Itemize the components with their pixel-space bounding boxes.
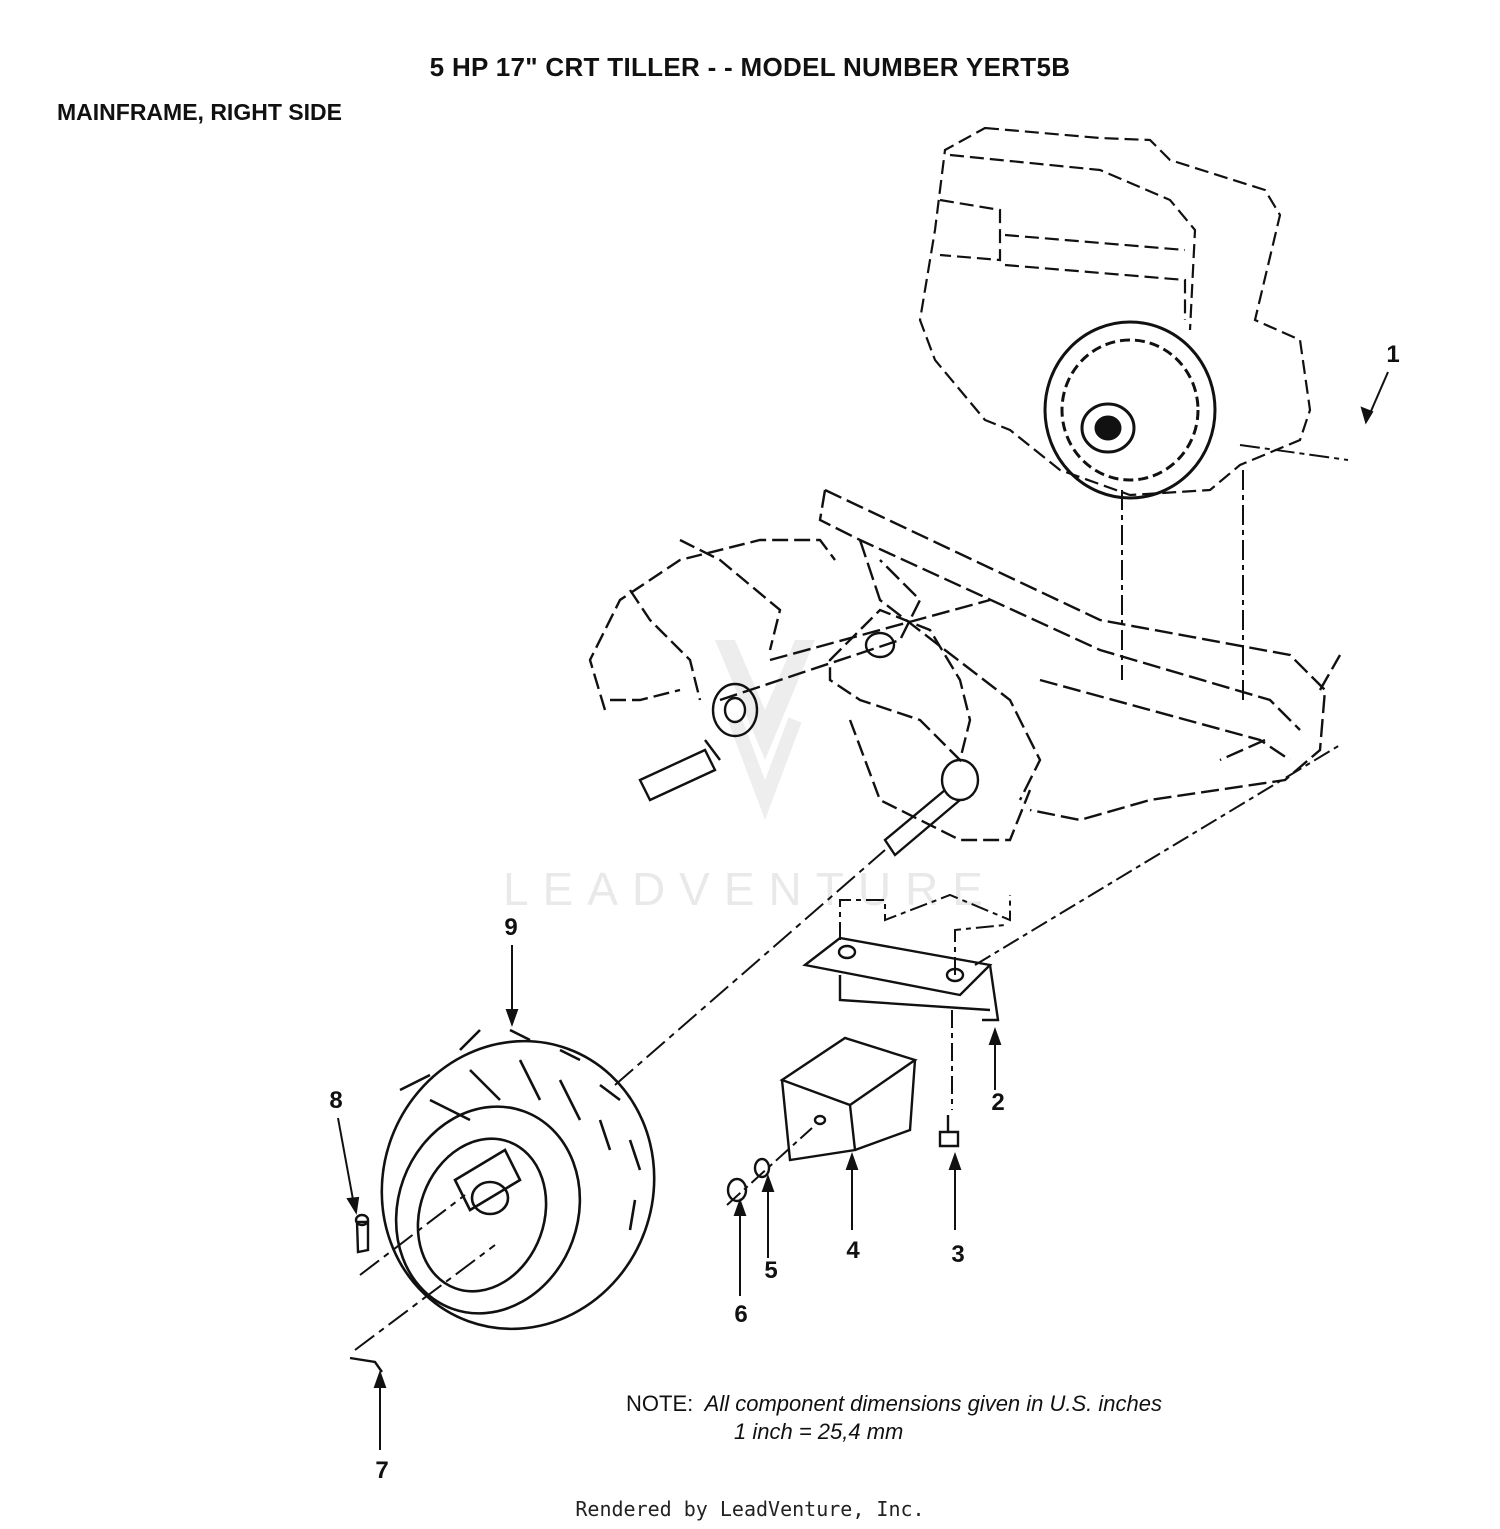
callout-2: 2	[991, 1089, 1004, 1116]
hitch-bracket	[802, 936, 1000, 1022]
bracket-lines	[839, 744, 1341, 975]
callout-1: 1	[1386, 341, 1399, 368]
wheel-assembly	[380, 1028, 656, 1331]
front-weight	[779, 1036, 918, 1162]
engine-mount-lines	[1121, 444, 1349, 700]
callout-4: 4	[846, 1237, 860, 1264]
callout-5: 5	[764, 1257, 777, 1284]
note-label: NOTE:	[626, 1391, 694, 1416]
engine-recoil	[1043, 320, 1217, 500]
tine-shaft	[638, 682, 759, 802]
callout-6: 6	[734, 1301, 747, 1328]
callout-9: 9	[504, 914, 517, 941]
dimension-note: NOTE: All component dimensions given in …	[626, 1390, 1162, 1446]
engine	[918, 126, 1312, 497]
transmission-housing	[828, 608, 1032, 842]
washer-5	[753, 1157, 771, 1179]
nut-line	[726, 1127, 813, 1206]
diagram-title: 5 HP 17" CRT TILLER - - MODEL NUMBER YER…	[429, 52, 1071, 82]
callout-arrows	[337, 371, 1389, 1450]
nut-6	[726, 1177, 748, 1203]
hairpin-clip-7	[349, 1356, 383, 1373]
wheel-axle	[883, 758, 980, 857]
footer-credit: Rendered by LeadVenture, Inc.	[575, 1497, 925, 1521]
diagram-subtitle: MAINFRAME, RIGHT SIDE	[57, 99, 342, 125]
clevis-pin-8	[354, 1213, 370, 1254]
tine-shield	[588, 538, 836, 711]
wheel-lines	[354, 849, 886, 1351]
watermark-logo	[715, 640, 815, 820]
note-line-2: 1 inch = 25,4 mm	[734, 1419, 904, 1444]
callout-7: 7	[375, 1457, 388, 1484]
bolt-3	[938, 1115, 960, 1148]
watermark-text: LEADVENTURE	[503, 863, 997, 915]
mainframe	[719, 488, 1342, 822]
callout-3: 3	[951, 1241, 964, 1268]
note-line-1: All component dimensions given in U.S. i…	[704, 1391, 1163, 1416]
callout-8: 8	[329, 1087, 342, 1114]
